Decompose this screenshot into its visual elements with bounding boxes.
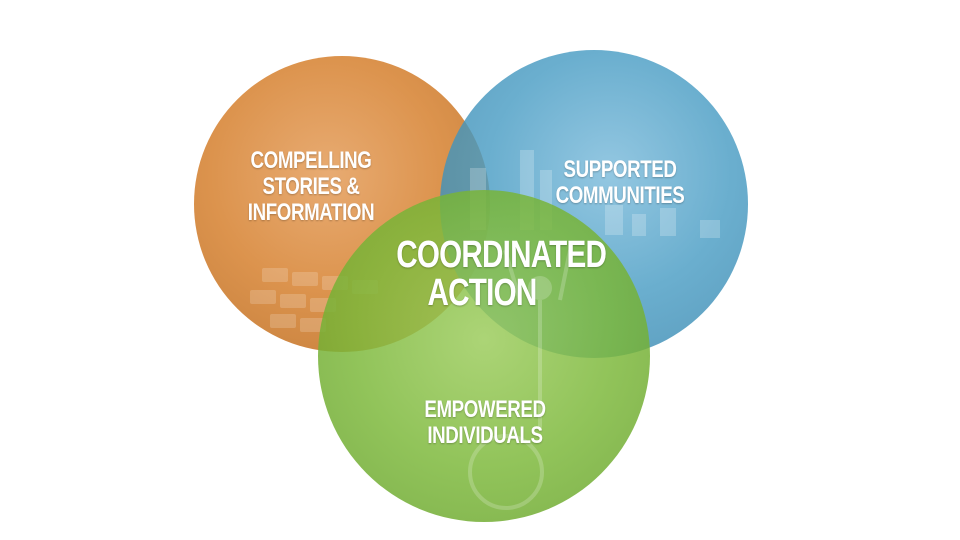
label-line: SUPPORTED (563, 156, 677, 183)
label-line: ACTION (427, 272, 538, 314)
label-coordinated-action: COORDINATED ACTION (396, 234, 607, 314)
label-line: COMPELLING (250, 147, 372, 174)
label-empowered-individuals: EMPOWERED INDIVIDUALS (419, 397, 552, 449)
circle-individuals (318, 190, 650, 522)
label-line: COORDINATED (396, 234, 607, 276)
label-line: INDIVIDUALS (427, 422, 543, 449)
label-supported-communities: SUPPORTED COMMUNITIES (550, 157, 690, 209)
label-line: STORIES & (262, 173, 360, 200)
label-line: EMPOWERED (424, 396, 546, 423)
label-line: INFORMATION (247, 199, 375, 226)
cyclist-silhouette (468, 249, 572, 510)
label-compelling-stories: COMPELLING STORIES & INFORMATION (245, 148, 378, 226)
label-line: COMMUNITIES (555, 182, 685, 209)
